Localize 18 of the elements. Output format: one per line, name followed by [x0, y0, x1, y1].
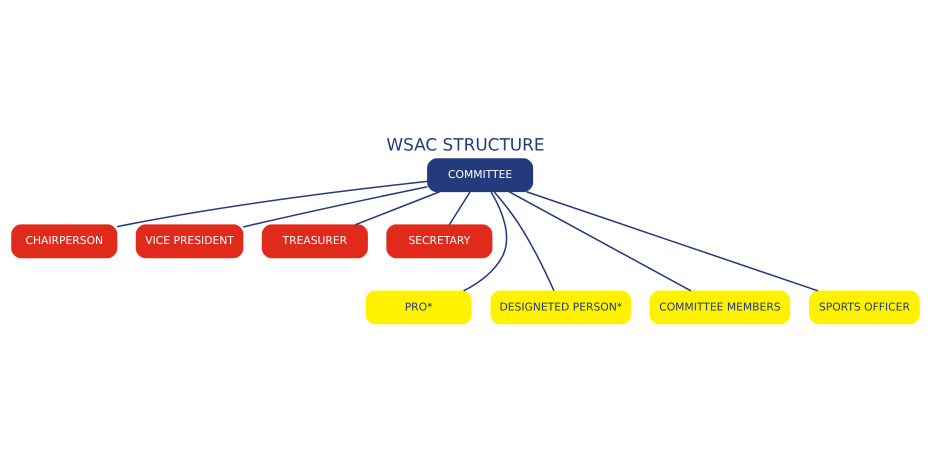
node-box: VICE PRESIDENT — [136, 224, 244, 258]
connector — [526, 190, 818, 292]
node-box: CHAIRPERSON — [11, 224, 118, 258]
node-box: COMMITTEE — [427, 158, 534, 192]
connector — [448, 191, 471, 225]
node-box: COMMITTEE MEMBERS — [650, 290, 790, 324]
connector — [117, 180, 428, 227]
diagram-title: WSAC STRUCTURE — [386, 134, 545, 154]
connector — [355, 190, 440, 225]
connector — [243, 186, 428, 228]
node-box: TREASURER — [262, 224, 368, 258]
node-box: SPORTS OFFICER — [809, 290, 920, 324]
node-box: SECRETARY — [386, 224, 492, 258]
node-box: PRO* — [366, 290, 472, 324]
connector — [508, 190, 692, 291]
connector — [494, 190, 555, 291]
node-box: DESIGNETED PERSON* — [490, 290, 632, 324]
connector — [463, 191, 508, 292]
